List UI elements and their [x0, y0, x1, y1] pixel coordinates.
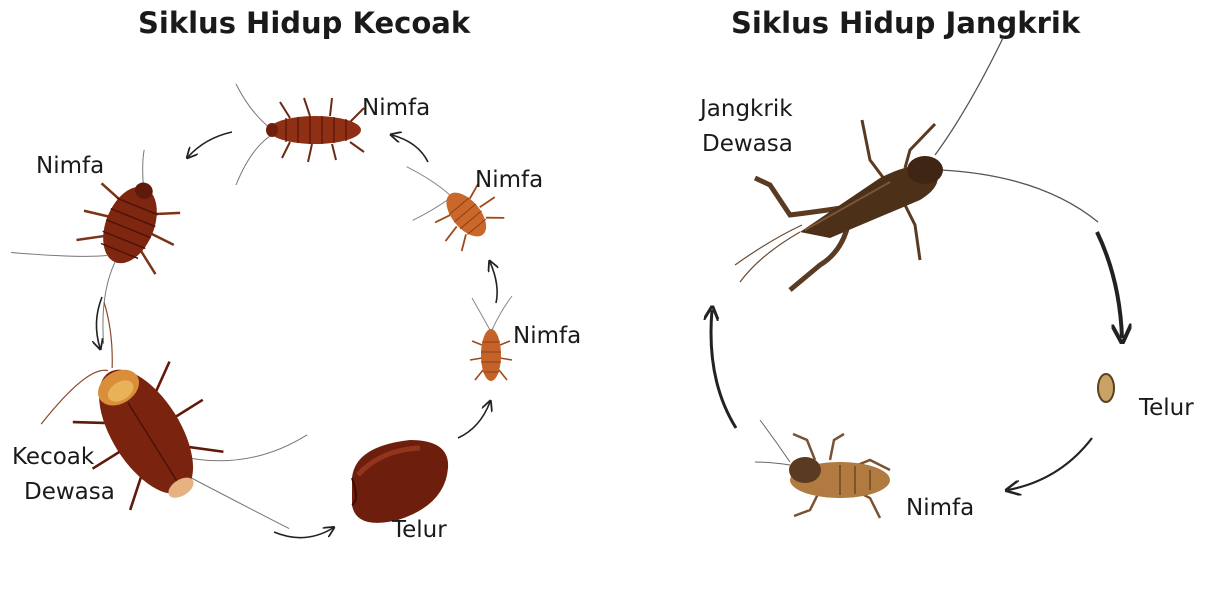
- cricket-egg: [1098, 374, 1114, 402]
- arrow-nymph2-to-nymph3: [392, 135, 428, 162]
- label-egg: Telur: [392, 515, 447, 545]
- arrow-nymph1-to-nymph2: [490, 262, 497, 303]
- cockroach-egg-case: [352, 440, 448, 523]
- label-nymph-left: Nimfa: [36, 151, 104, 181]
- arrow-egg-to-nymph1: [458, 402, 490, 438]
- cockroach-nymph-right-lower: [470, 296, 512, 381]
- arrow-nymph-to-adult-cricket: [711, 310, 736, 428]
- label-cricket-nymph: Nimfa: [906, 493, 974, 523]
- label-adult-line2: Dewasa: [24, 477, 115, 507]
- arrow-nymph3-to-nymph4: [188, 132, 232, 157]
- label-adult-line1: Kecoak: [12, 442, 94, 472]
- arrow-egg-to-nymph-cricket: [1008, 438, 1092, 490]
- label-cricket-egg: Telur: [1139, 393, 1194, 423]
- label-nymph-right-lower: Nimfa: [513, 321, 581, 351]
- arrow-adult-to-egg-cricket: [1097, 232, 1122, 338]
- cricket-nymph: [755, 420, 890, 518]
- label-nymph-top: Nimfa: [362, 93, 430, 123]
- cricket-adult: [735, 38, 1098, 290]
- label-cricket-adult-line1: Jangkrik: [700, 94, 793, 124]
- label-nymph-right-upper: Nimfa: [475, 165, 543, 195]
- arrow-nymph4-to-adult: [96, 297, 102, 348]
- arrow-adult-to-egg: [274, 528, 333, 538]
- label-cricket-adult-line2: Dewasa: [702, 129, 793, 159]
- cockroach-adult: [4, 248, 344, 596]
- cockroach-nymph-top: [236, 84, 364, 185]
- cockroach-nymph-right-upper: [384, 136, 509, 264]
